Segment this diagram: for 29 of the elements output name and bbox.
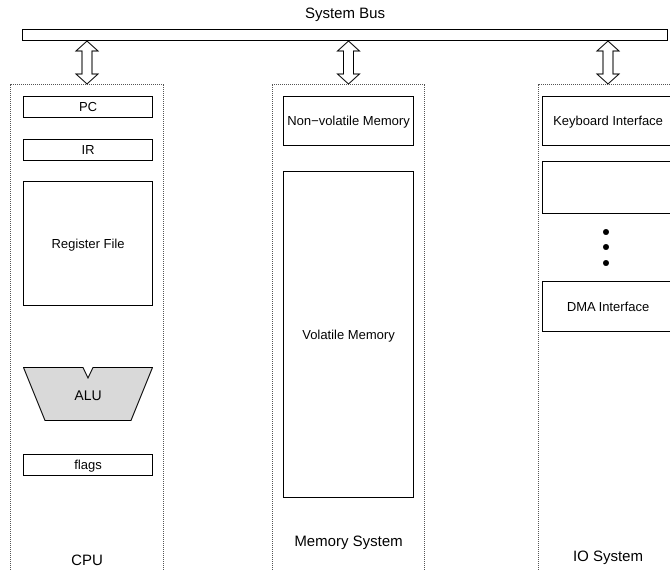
subsystem-frame bbox=[10, 84, 164, 571]
subsystem-frame bbox=[272, 84, 425, 571]
register-box bbox=[23, 139, 153, 161]
box-label: Keyboard Interface bbox=[553, 113, 663, 129]
box-label: IR bbox=[82, 142, 94, 158]
box-label: Non−volatile Memory bbox=[287, 113, 410, 129]
box-label: Register File bbox=[52, 236, 124, 252]
double-arrow bbox=[74, 40, 100, 85]
empty-box bbox=[542, 161, 670, 214]
register-box bbox=[23, 181, 153, 306]
register-box bbox=[283, 171, 414, 498]
subsystem-label: CPU bbox=[70, 552, 104, 570]
register-box bbox=[23, 96, 153, 118]
box-label: flags bbox=[74, 457, 102, 473]
double-arrow bbox=[596, 40, 620, 85]
box-label: PC bbox=[78, 99, 98, 115]
box-label: Volatile Memory bbox=[302, 326, 395, 342]
subsystem-label: Memory System bbox=[293, 533, 404, 551]
subsystem-frame bbox=[538, 84, 670, 571]
double-arrow bbox=[336, 40, 361, 85]
subsystem-label: IO System bbox=[572, 548, 644, 566]
register-box bbox=[23, 454, 153, 476]
bus-label: System Bus bbox=[304, 5, 386, 23]
register-box bbox=[542, 281, 670, 332]
box-label: DMA Interface bbox=[566, 298, 650, 314]
register-box bbox=[283, 96, 414, 146]
alu-shape bbox=[23, 367, 153, 421]
register-box bbox=[542, 96, 670, 146]
alu-label: ALU bbox=[73, 387, 103, 403]
